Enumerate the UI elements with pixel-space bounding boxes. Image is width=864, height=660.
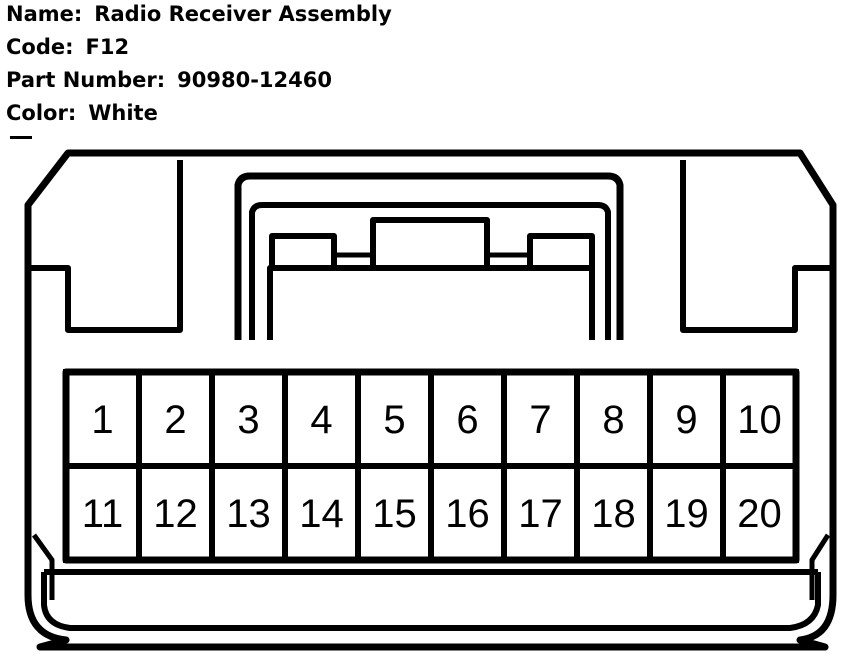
pin-number: 2 (164, 398, 186, 442)
connector-info: Name: Radio Receiver Assembly Code: F12 Pa… (6, 0, 392, 132)
pin-number: 9 (675, 398, 697, 442)
pin-number: 15 (372, 492, 417, 536)
name-value: Radio Receiver Assembly (94, 2, 392, 26)
part-number-value: 90980-12460 (177, 68, 332, 92)
lock-window (267, 265, 595, 340)
latch-left (269, 233, 337, 271)
pin-number: 16 (445, 492, 490, 536)
pin-number: 12 (153, 492, 198, 536)
pin-number: 13 (226, 492, 271, 536)
housing-side-notch-left (31, 533, 55, 600)
right-shoulder (680, 160, 833, 333)
pin-number: 3 (237, 398, 259, 442)
pin-number: 7 (529, 398, 551, 442)
pin-number: 19 (664, 492, 709, 536)
color-line: Color: White (6, 99, 392, 132)
housing-side-notch-right (809, 533, 831, 600)
pin-number: 4 (310, 398, 332, 442)
pin-number: 1 (91, 398, 113, 442)
color-value: White (88, 101, 158, 125)
housing-outline (24, 149, 837, 651)
pin-number: 10 (737, 398, 782, 442)
pin-number: 18 (591, 492, 636, 536)
color-label: Color: (6, 101, 77, 125)
code-line: Code: F12 (6, 33, 392, 66)
pin-cavity (720, 463, 799, 563)
code-value: F12 (85, 35, 130, 59)
pin-number: 17 (518, 492, 563, 536)
pin-number: 5 (383, 398, 405, 442)
pin-number: 20 (737, 492, 782, 536)
latch-right (527, 233, 595, 271)
latch-center (370, 217, 490, 271)
part-number-line: Part Number: 90980-12460 (6, 66, 392, 99)
lock-tab-inner (249, 202, 611, 340)
name-label: Name: (6, 2, 83, 26)
pin-number: 14 (299, 492, 344, 536)
lock-tab-outer (234, 172, 624, 340)
pin-number: 8 (602, 398, 624, 442)
pin-number: 6 (456, 398, 478, 442)
left-shoulder (28, 160, 183, 333)
housing-inner-bottom (41, 572, 821, 631)
code-label: Code: (6, 35, 74, 59)
pin-number: 11 (82, 492, 124, 536)
part-number-label: Part Number: (6, 68, 166, 92)
underline-mark (10, 136, 32, 139)
name-line: Name: Radio Receiver Assembly (6, 0, 392, 33)
